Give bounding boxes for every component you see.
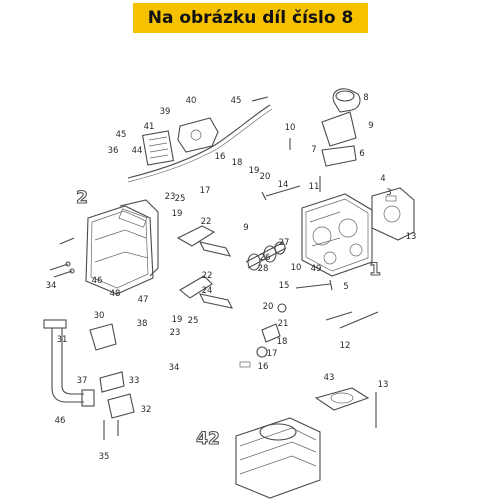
part-label-36: 36: [108, 146, 119, 156]
head-side-block: [371, 187, 415, 241]
part-label-19: 19: [172, 209, 183, 219]
bracket-30: [89, 323, 117, 351]
part-label-38: 38: [137, 319, 148, 329]
part-label-5: 5: [343, 282, 348, 292]
part-label-18: 18: [232, 158, 243, 168]
part-label-18: 18: [277, 337, 288, 347]
part-label-34: 34: [169, 363, 180, 373]
part-label-47: 47: [138, 295, 149, 305]
cylinder-block: [235, 417, 321, 499]
part-label-9: 9: [243, 223, 248, 233]
part-label-45: 45: [116, 130, 127, 140]
part-label-9: 9: [368, 121, 373, 131]
part-label-13: 13: [406, 232, 417, 242]
part-label-15: 15: [279, 281, 290, 291]
part-label-31: 31: [57, 335, 68, 345]
part-label-40: 40: [186, 96, 197, 106]
part-label-46: 46: [92, 276, 103, 286]
part-label-12: 12: [340, 341, 351, 351]
part-label-30: 30: [94, 311, 105, 321]
guide-rod-2: [339, 311, 379, 329]
valve-lower: [295, 283, 331, 289]
reed-valve: [141, 130, 175, 166]
part-label-37: 37: [77, 376, 88, 386]
title-banner: Na obrázku díl číslo 8: [133, 3, 368, 33]
camshaft: [245, 241, 287, 271]
cover-gasket: [119, 199, 159, 277]
part-label-34: 34: [46, 281, 57, 291]
fitting-33: [99, 371, 125, 393]
part-label-49: 49: [311, 264, 322, 274]
part-label-22: 22: [202, 271, 213, 281]
valve-upper: [265, 185, 301, 197]
part-label-17: 17: [267, 349, 278, 359]
part-label-24: 24: [202, 286, 213, 296]
part-label-19: 19: [249, 166, 260, 176]
cylinder-head: [301, 193, 373, 277]
part-label-27: 27: [279, 238, 290, 248]
part-label-46: 46: [55, 416, 66, 426]
part-label-43: 43: [324, 373, 335, 383]
part-label-14: 14: [278, 180, 289, 190]
cylinder-head-cover: [85, 205, 154, 295]
part-label-4: 4: [380, 174, 385, 184]
part-label-35: 35: [99, 452, 110, 462]
part-label-25: 25: [188, 316, 199, 326]
cover-bolts: [49, 237, 75, 278]
oil-pipe: [43, 319, 95, 407]
part-label-7: 7: [311, 145, 316, 155]
part-label-23: 23: [165, 192, 176, 202]
cylinder-gasket: [314, 387, 370, 411]
part-label-6: 6: [359, 149, 364, 159]
assembly-label-2: 2: [76, 188, 88, 208]
part-label-25: 25: [175, 194, 186, 204]
tensioner-assembly: [239, 303, 287, 368]
assembly-label-42: 42: [196, 429, 220, 449]
rocker-arm-lower: [179, 275, 234, 309]
part-label-39: 39: [160, 107, 171, 117]
part-label-41: 41: [144, 122, 155, 132]
breather-pipe: [127, 104, 271, 179]
part-label-16: 16: [215, 152, 226, 162]
part-label-20: 20: [263, 302, 274, 312]
fitting-32: [107, 393, 135, 419]
assembly-label-1: 1: [369, 260, 381, 280]
part-label-16: 16: [258, 362, 269, 372]
part-label-8: 8: [363, 93, 368, 103]
part-label-10: 10: [291, 263, 302, 273]
part-label-33: 33: [129, 376, 140, 386]
valve-plate: [177, 117, 219, 153]
part-label-17: 17: [200, 186, 211, 196]
part-label-48: 48: [110, 289, 121, 299]
part-label-32: 32: [141, 405, 152, 415]
part-label-13: 13: [378, 380, 389, 390]
part-label-44: 44: [132, 146, 143, 156]
part-label-28: 28: [258, 264, 269, 274]
page-title: Na obrázku díl číslo 8: [147, 8, 354, 28]
part-label-23: 23: [170, 328, 181, 338]
part-label-21: 21: [278, 319, 289, 329]
manifold-flange: [321, 145, 357, 167]
part-label-20: 20: [260, 172, 271, 182]
guide-rod-1: [325, 311, 353, 321]
part-label-26: 26: [260, 253, 271, 263]
intake-manifold: [321, 88, 361, 147]
part-label-11: 11: [309, 182, 320, 192]
rocker-arm-upper: [176, 225, 232, 257]
part-label-10: 10: [285, 123, 296, 133]
part-label-45: 45: [231, 96, 242, 106]
part-label-22: 22: [201, 217, 212, 227]
part-label-19: 19: [172, 315, 183, 325]
part-label-3: 3: [386, 188, 391, 198]
